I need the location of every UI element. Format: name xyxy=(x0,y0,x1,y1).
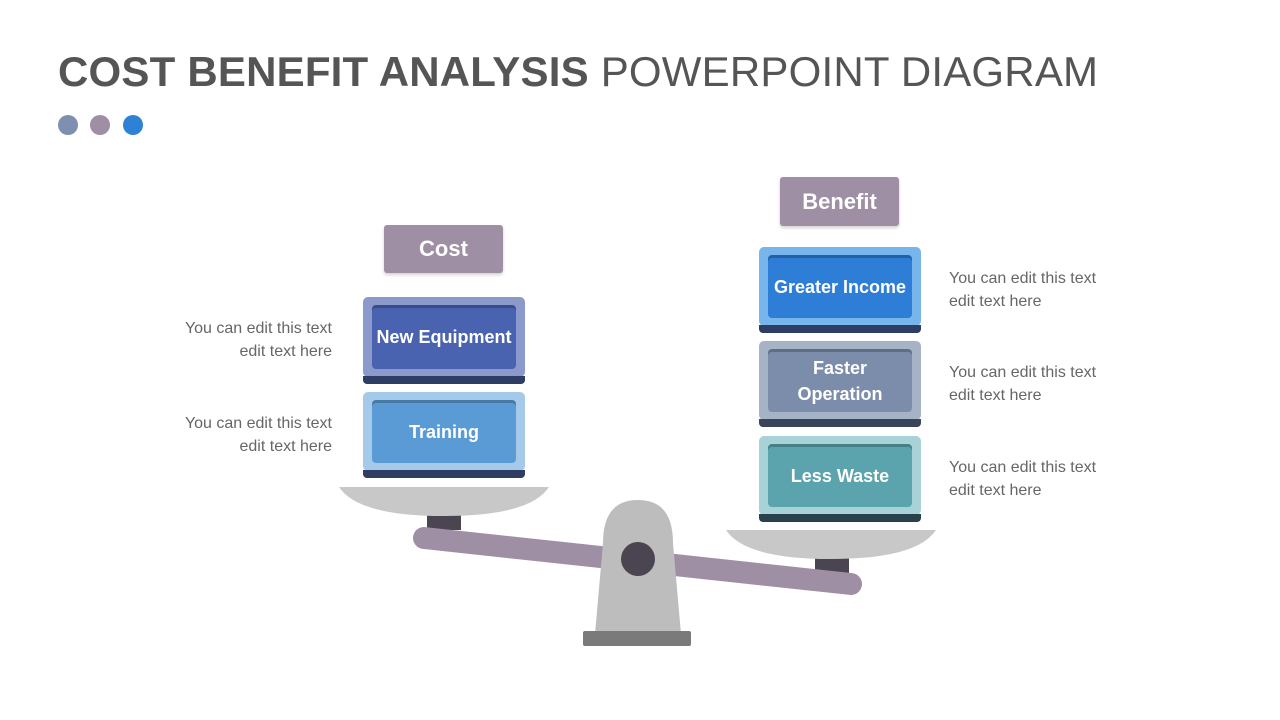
cost-item-new-equipment: New Equipment xyxy=(363,297,525,384)
cost-item-label: New Equipment xyxy=(372,305,516,369)
decorative-dot-1 xyxy=(58,115,78,135)
benefit-item-label: Greater Income xyxy=(768,255,912,318)
benefit-item-label: Less Waste xyxy=(768,444,912,507)
cost-item-description: You can edit this text edit text here xyxy=(184,320,332,360)
title-bold: COST BENEFIT ANALYSIS xyxy=(58,48,589,95)
scale-base xyxy=(583,631,691,646)
benefit-item-faster-operation: Faster Operation xyxy=(759,341,921,427)
slide-title: COST BENEFIT ANALYSIS POWERPOINT DIAGRAM xyxy=(58,48,1098,96)
right-pan xyxy=(726,530,936,559)
benefit-item-label: Faster Operation xyxy=(768,349,912,412)
benefit-item-description: You can edit this text edit text here xyxy=(949,364,1097,404)
block-shadow xyxy=(759,514,921,522)
block-shadow xyxy=(363,376,525,384)
benefit-item-description: You can edit this text edit text here xyxy=(949,270,1097,310)
cost-item-description: You can edit this text edit text here xyxy=(184,415,332,455)
block-shadow xyxy=(363,470,525,478)
cost-item-training: Training xyxy=(363,392,525,478)
cost-item-label: Training xyxy=(372,400,516,463)
title-light: POWERPOINT DIAGRAM xyxy=(600,48,1099,95)
benefit-item-description: You can edit this text edit text here xyxy=(949,459,1097,499)
block-shadow xyxy=(759,325,921,333)
benefit-item-less-waste: Less Waste xyxy=(759,436,921,522)
scale-pivot xyxy=(621,542,655,576)
block-shadow xyxy=(759,419,921,427)
cost-label: Cost xyxy=(384,225,503,273)
decorative-dot-2 xyxy=(90,115,110,135)
benefit-item-greater-income: Greater Income xyxy=(759,247,921,333)
benefit-label: Benefit xyxy=(780,177,899,226)
decorative-dot-3 xyxy=(123,115,143,135)
left-pan xyxy=(339,487,549,516)
